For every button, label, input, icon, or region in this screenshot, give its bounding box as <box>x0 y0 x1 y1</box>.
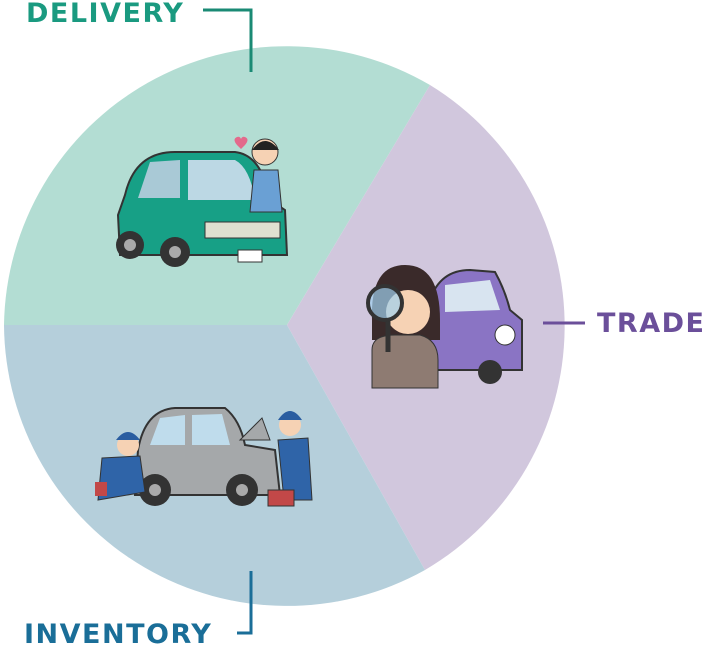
inventory-car-illustration <box>95 407 313 507</box>
delivery-label: DELIVERY <box>26 0 185 29</box>
delivery-leader-line <box>203 8 253 72</box>
inventory-label: INVENTORY <box>24 619 213 650</box>
trade-label: TRADE <box>597 308 706 339</box>
delivery-car-illustration <box>116 136 289 267</box>
trade-car-illustration <box>366 265 523 389</box>
inventory-leader-line <box>237 571 253 635</box>
